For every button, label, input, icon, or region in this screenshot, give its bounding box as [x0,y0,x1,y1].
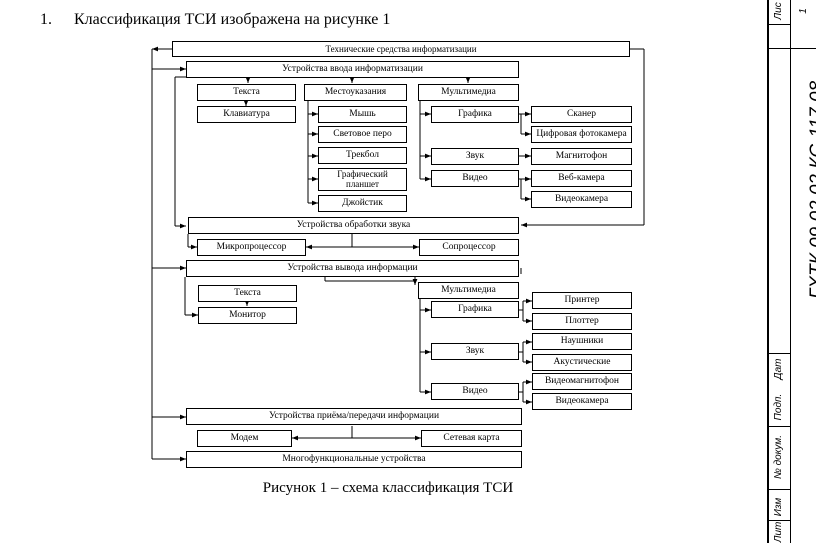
input-video-node: Видео [431,170,519,187]
input-graphics-node: Графика [431,106,519,123]
speakers-label: Акустические [553,356,611,367]
microprocessor-node: Микропроцессор [197,239,306,256]
doc-number-label: № докум. [773,434,784,480]
multifunction-label: Многофункциональные устройства [282,453,426,464]
input-videocam-node: Видеокамера [531,191,632,208]
webcam-label: Веб-камера [558,172,605,183]
output-text-node: Текста [198,285,297,302]
sheet-label: Лис [773,2,784,20]
output-graphics-node: Графика [431,301,519,318]
section-number: 1. [40,11,52,28]
input-multimedia-node: Мультимедиа [418,84,519,101]
input-sound-node: Звук [431,148,519,165]
joystick-label: Джойстик [342,197,383,208]
input-video-label: Видео [462,172,488,183]
modem-node: Модем [197,430,292,447]
input-multimedia-label: Мультимедиа [441,86,496,97]
signature-label: Подп. [773,393,784,421]
output-sound-label: Звук [465,345,485,356]
mouse-label: Мышь [349,108,376,119]
network-card-label: Сетевая карта [443,432,500,443]
output-devices-node: Устройства вывода информации [186,260,519,277]
input-text-label: Текста [233,86,260,97]
vcr-node: Видеомагнитофон [532,373,632,390]
location-node: Местоуказания [304,84,407,101]
date-label: Дат [773,358,784,380]
input-devices-label: Устройства ввода информатизации [282,63,423,74]
title-block-divider [769,489,791,490]
headphones-node: Наушники [532,333,632,350]
recorder-label: Магнитофон [555,150,608,161]
output-text-label: Текста [234,287,261,298]
output-devices-label: Устройства вывода информации [287,262,418,273]
output-videocam-label: Видеокамера [555,395,609,406]
monitor-label: Монитор [229,309,266,320]
document-code: ГХТК.09.02.02.КС-117.08 [807,80,816,300]
lightpen-label: Световое перо [333,128,392,139]
network-card-node: Сетевая карта [421,430,522,447]
input-sound-label: Звук [465,150,485,161]
root-node: Технические средства информатизации [172,41,630,57]
title-block-column [769,0,791,543]
multifunction-node: Многофункциональные устройства [186,451,522,468]
tablet-label: Графический планшет [337,169,388,189]
coprocessor-label: Сопроцессор [442,241,496,252]
output-videocam-node: Видеокамера [532,393,632,410]
printer-node: Принтер [532,292,632,309]
sheet-number: 1 [798,8,809,14]
coprocessor-node: Сопроцессор [419,239,519,256]
digital-camera-node: Цифровая фотокамера [531,126,632,143]
title-block-divider [769,48,816,49]
comm-devices-node: Устройства приёма/передачи информации [186,408,522,425]
printer-label: Принтер [564,294,600,305]
output-video-label: Видео [462,385,488,396]
section-title: Классификация ТСИ изображена на рисунке … [74,11,391,28]
output-video-node: Видео [431,383,519,400]
title-block-divider [769,520,791,521]
audio-processing-node: Устройства обработки звука [188,217,519,234]
input-text-node: Текста [197,84,296,101]
input-graphics-label: Графика [458,108,492,119]
plotter-label: Плоттер [565,315,599,326]
title-block-divider [769,24,791,25]
modem-label: Модем [230,432,259,443]
headphones-label: Наушники [560,335,604,346]
vcr-label: Видеомагнитофон [544,375,620,386]
title-block-divider [769,426,791,427]
tablet-node: Графический планшет [318,168,407,191]
title-block: Лис 1 ГХТК.09.02.02.КС-117.08 Дат Подп. … [767,0,816,543]
speakers-node: Акустические [532,354,632,371]
recorder-node: Магнитофон [531,148,632,165]
scanner-label: Сканер [566,108,597,119]
plotter-node: Плоттер [532,313,632,330]
lightpen-node: Световое перо [318,126,407,143]
title-block-divider [769,353,791,354]
webcam-node: Веб-камера [531,170,632,187]
joystick-node: Джойстик [318,195,407,212]
output-multimedia-node: Мультимедиа [418,282,519,299]
trackball-node: Трекбол [318,147,407,164]
digital-camera-label: Цифровая фотокамера [536,128,627,139]
root-label: Технические средства информатизации [325,44,477,54]
section-heading: 1. Классификация ТСИ изображена на рисунк… [40,11,390,29]
output-multimedia-label: Мультимедиа [441,284,496,295]
scanner-node: Сканер [531,106,632,123]
location-label: Местоуказания [324,86,387,97]
output-sound-node: Звук [431,343,519,360]
monitor-node: Монитор [198,307,297,324]
figure-caption: Рисунок 1 – схема классификация ТСИ [262,480,514,496]
keyboard-node: Клавиатура [197,106,296,123]
input-videocam-label: Видеокамера [554,193,609,204]
audio-processing-label: Устройства обработки звука [296,219,411,230]
microprocessor-label: Микропроцессор [216,241,287,252]
keyboard-label: Клавиатура [223,108,270,119]
trackball-label: Трекбол [346,149,379,160]
mouse-node: Мышь [318,106,407,123]
input-devices-node: Устройства ввода информатизации [186,61,519,78]
comm-devices-label: Устройства приёма/передачи информации [268,410,440,421]
output-graphics-label: Графика [458,303,492,314]
